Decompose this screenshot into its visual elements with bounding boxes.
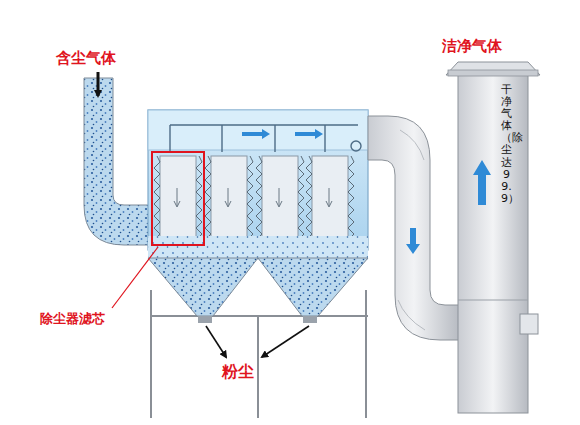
flow-arrow — [225, 188, 231, 207]
pleat — [348, 156, 354, 240]
pleat — [205, 156, 211, 240]
filter-cartridge — [262, 156, 298, 240]
flow-arrow — [326, 188, 332, 207]
pleat — [196, 156, 202, 240]
dust-label: 粉尘 — [222, 362, 254, 383]
pleat — [306, 156, 312, 240]
pleat — [256, 156, 262, 240]
pleat — [298, 156, 304, 240]
filter-cartridge — [211, 156, 247, 240]
inlet-label: 含尘气体 — [56, 49, 116, 68]
flow-arrow — [174, 188, 180, 207]
filter-label: 除尘器滤芯 — [40, 310, 105, 328]
pleat — [247, 156, 253, 240]
pleat — [154, 156, 160, 240]
flow-arrow — [276, 188, 282, 207]
stack-note: 干净气体（除尘达99.9） — [501, 84, 512, 205]
outlet-label: 洁净气体 — [442, 37, 502, 56]
filter-cartridge — [312, 156, 348, 240]
filter-cartridge — [160, 156, 196, 240]
